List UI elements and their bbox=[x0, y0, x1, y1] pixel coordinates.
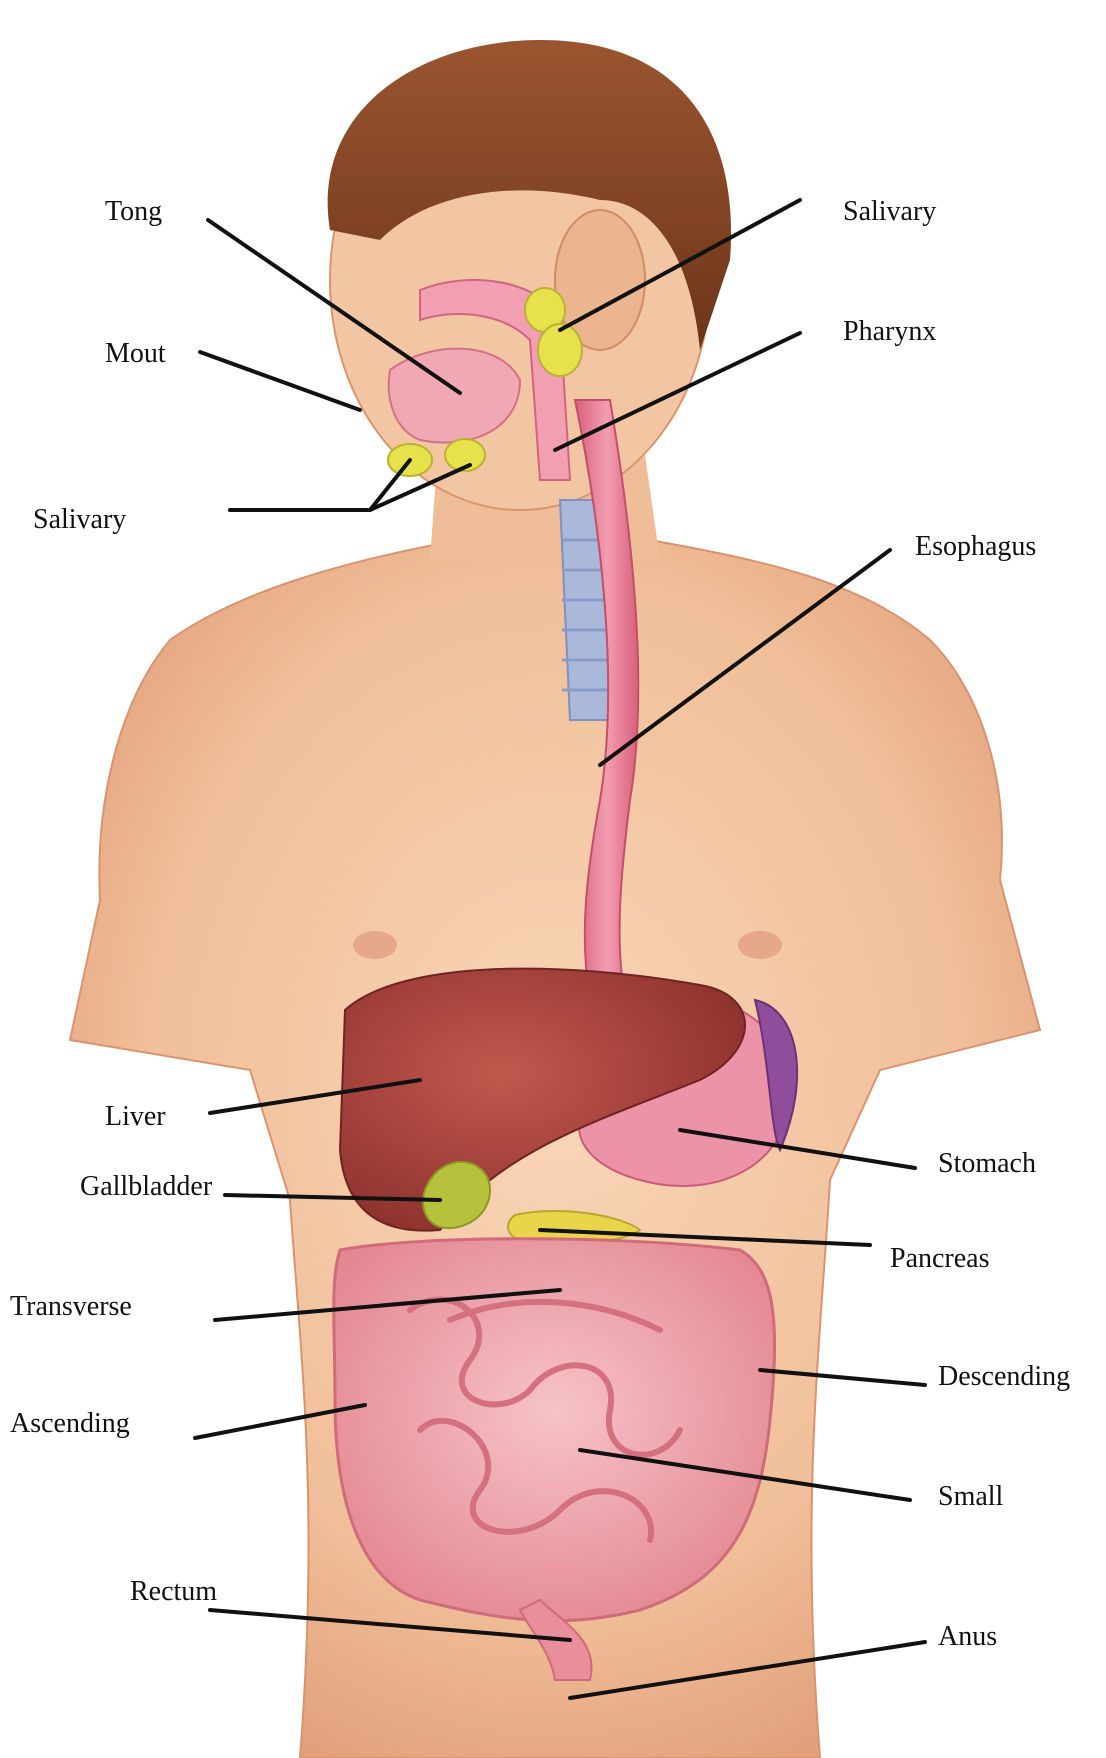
label-esophagus: Esophagus bbox=[915, 533, 1036, 561]
label-stomach: Stomach bbox=[938, 1150, 1036, 1178]
label-small: Small bbox=[938, 1483, 1003, 1511]
label-gallbladder: Gallbladder bbox=[80, 1173, 212, 1201]
label-salivary-left: Salivary bbox=[33, 506, 126, 534]
label-transverse: Transverse bbox=[10, 1293, 132, 1321]
label-rectum: Rectum bbox=[130, 1578, 217, 1606]
label-descending: Descending bbox=[938, 1363, 1070, 1391]
label-pharynx: Pharynx bbox=[843, 318, 936, 346]
label-tong: Tong bbox=[105, 198, 162, 226]
label-salivary-right: Salivary bbox=[843, 198, 936, 226]
label-pancreas: Pancreas bbox=[890, 1245, 990, 1273]
label-mout: Mout bbox=[105, 340, 166, 368]
leader-line-mout bbox=[200, 352, 360, 410]
label-ascending: Ascending bbox=[10, 1410, 130, 1438]
label-liver: Liver bbox=[105, 1103, 166, 1131]
label-anus: Anus bbox=[938, 1623, 997, 1651]
